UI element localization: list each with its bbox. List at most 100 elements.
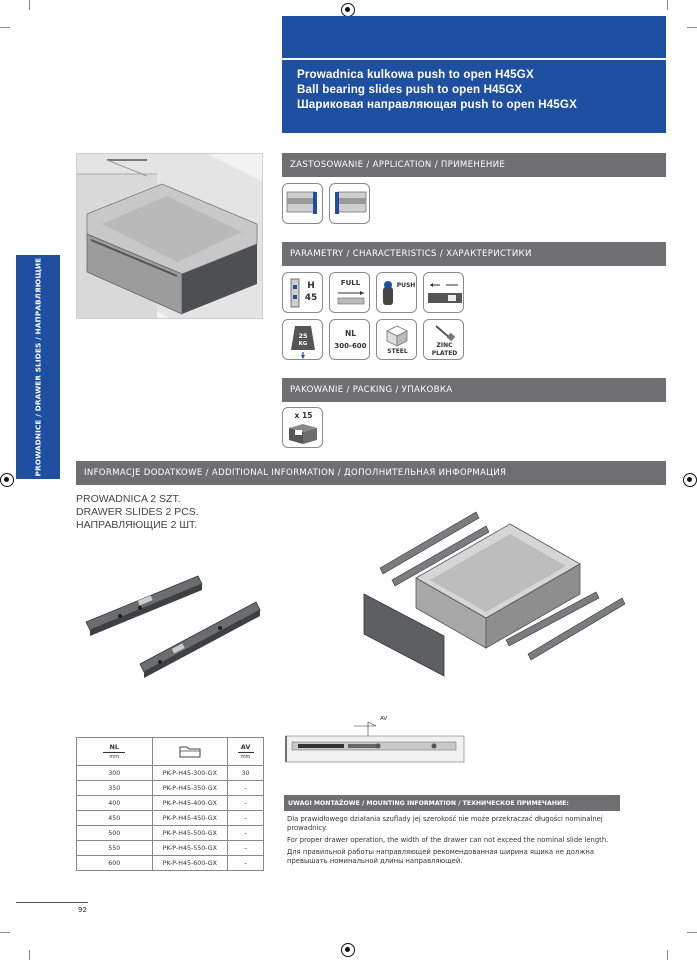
section-title-packing: PAKOWANIE / PACKING / УПАКОВКА bbox=[290, 385, 453, 395]
section-bar-mounting-information: UWAGI MONTAŻOWE / MOUNTING INFORMATION /… bbox=[284, 795, 620, 811]
cell-av: – bbox=[227, 825, 264, 841]
load-value: 25 bbox=[298, 332, 308, 340]
spec-table: NL mm AV mm 300 PK-P-H45-300-GX 30 350 P… bbox=[76, 737, 264, 871]
cell-nl: 350 bbox=[76, 780, 153, 796]
header-av-arrow bbox=[237, 752, 254, 753]
contents-en: DRAWER SLIDES 2 PCS. bbox=[76, 506, 199, 518]
registration-mark-bottom bbox=[341, 943, 355, 957]
crop-mark bbox=[0, 27, 10, 28]
crop-mark bbox=[0, 932, 10, 933]
cell-code: PK-P-H45-450-GX bbox=[151, 810, 229, 826]
application-undermount-icon bbox=[329, 183, 370, 224]
zinc-label: ZINC bbox=[436, 342, 453, 349]
cell-av: – bbox=[227, 855, 264, 871]
slide-height-icon: H 45 bbox=[282, 272, 323, 313]
height-letter: H bbox=[307, 281, 315, 291]
exploded-drawer-illustration bbox=[360, 508, 630, 678]
cell-av: 30 bbox=[227, 765, 264, 781]
registration-mark-top bbox=[341, 3, 355, 17]
category-side-tab: PROWADNICE / DRAWER SLIDES / НАПРАВЛЯЮЩИ… bbox=[16, 255, 60, 479]
header-band bbox=[282, 16, 666, 58]
table-row: 300 PK-P-H45-300-GX 30 bbox=[76, 765, 264, 781]
crop-mark bbox=[687, 27, 697, 28]
mounting-title: UWAGI MONTAŻOWE / MOUNTING INFORMATION /… bbox=[288, 799, 569, 807]
cell-code: PK-P-H45-500-GX bbox=[151, 825, 229, 841]
section-bar-application: ZASTOSOWANIE / APPLICATION / ПРИМЕНЕНИЕ bbox=[282, 153, 666, 177]
crop-mark bbox=[667, 0, 668, 10]
table-row: 500 PK-P-H45-500-GX – bbox=[76, 825, 264, 841]
cell-av: – bbox=[227, 780, 264, 796]
table-row: 400 PK-P-H45-400-GX – bbox=[76, 795, 264, 811]
section-title-characteristics: PARAMETRY / CHARACTERISTICS / ХАРАКТЕРИС… bbox=[290, 249, 532, 259]
cell-nl: 600 bbox=[76, 855, 153, 871]
table-row: 550 PK-P-H45-550-GX – bbox=[76, 840, 264, 856]
spec-table-header: NL mm AV mm bbox=[76, 737, 264, 766]
header-av-label: AV bbox=[240, 743, 251, 751]
drawer-illustration bbox=[76, 153, 263, 319]
table-row: 450 PK-P-H45-450-GX – bbox=[76, 810, 264, 826]
load-capacity-icon: 25 KG bbox=[282, 319, 323, 360]
cell-code: PK-P-H45-400-GX bbox=[151, 795, 229, 811]
full-extension-icon: FULL bbox=[329, 272, 370, 313]
cell-nl: 550 bbox=[76, 840, 153, 856]
product-title-en: Ball bearing slides push to open H45GX bbox=[297, 83, 523, 96]
cell-nl: 500 bbox=[76, 825, 153, 841]
zinc-plated-icon: ZINC PLATED bbox=[423, 319, 464, 360]
header-av: AV mm bbox=[227, 737, 264, 766]
cell-code: PK-P-H45-550-GX bbox=[151, 840, 229, 856]
section-bar-additional-information: INFORMACJE DODATKOWE / ADDITIONAL INFORM… bbox=[76, 461, 666, 485]
cell-code: PK-P-H45-300-GX bbox=[151, 765, 229, 781]
registration-mark-right bbox=[683, 473, 697, 487]
full-extension-label: FULL bbox=[340, 279, 361, 287]
mounting-notes: Dla prawidłowego działania szuflady jej … bbox=[287, 815, 617, 866]
header-nl-unit: mm bbox=[109, 754, 120, 760]
header-code bbox=[151, 737, 229, 766]
category-side-tab-label: PROWADNICE / DRAWER SLIDES / НАПРАВЛЯЮЩИ… bbox=[33, 257, 43, 477]
nl-range: 300-600 bbox=[334, 342, 367, 350]
contents-pl: PROWADNICA 2 SZT. bbox=[76, 493, 181, 505]
cell-av: – bbox=[227, 840, 264, 856]
header-nl-label: NL bbox=[109, 743, 120, 751]
material-steel-icon: STEEL bbox=[376, 319, 417, 360]
load-unit: KG bbox=[298, 341, 308, 347]
table-row: 350 PK-P-H45-350-GX – bbox=[76, 780, 264, 796]
height-value: 45 bbox=[304, 293, 318, 303]
mounting-note-ru: Для правильной работы направляющей реком… bbox=[287, 848, 594, 865]
package-contents: PROWADNICA 2 SZT. DRAWER SLIDES 2 PCS. Н… bbox=[76, 493, 199, 532]
mounting-note-en: For proper drawer operation, the width o… bbox=[287, 836, 609, 844]
plated-label: PLATED bbox=[431, 350, 458, 357]
contents-ru: НАПРАВЛЯЮЩИЕ 2 ШТ. bbox=[76, 519, 198, 531]
cell-av: – bbox=[227, 795, 264, 811]
packing-box-icon: x 15 bbox=[282, 407, 323, 448]
product-title-ru: Шариковая направляющая push to open H45G… bbox=[297, 98, 577, 111]
nl-label: NL bbox=[344, 329, 357, 338]
header-nominal-length: NL mm bbox=[76, 737, 153, 766]
product-title-pl: Prowadnica kulkowa push to open H45GX bbox=[297, 68, 534, 81]
crop-mark bbox=[29, 0, 30, 10]
packing-quantity: x 15 bbox=[294, 411, 313, 420]
av-dimension-label: AV bbox=[380, 716, 388, 722]
page-number: 92 bbox=[78, 906, 87, 914]
header-nl-arrow bbox=[103, 752, 126, 753]
product-title-block: Prowadnica kulkowa push to open H45GX Ba… bbox=[282, 60, 666, 133]
section-title-additional-information: INFORMACJE DODATKOWE / ADDITIONAL INFORM… bbox=[84, 468, 507, 478]
cell-nl: 400 bbox=[76, 795, 153, 811]
section-bar-characteristics: PARAMETRY / CHARACTERISTICS / ХАРАКТЕРИС… bbox=[282, 242, 666, 266]
push-label: PUSH bbox=[396, 282, 416, 289]
header-av-unit: mm bbox=[240, 754, 251, 760]
slide-side-view-diagram: AV bbox=[284, 716, 468, 772]
cell-nl: 450 bbox=[76, 810, 153, 826]
crop-mark bbox=[687, 932, 697, 933]
section-bar-packing: PAKOWANIE / PACKING / УПАКОВКА bbox=[282, 378, 666, 402]
table-row: 600 PK-P-H45-600-GX – bbox=[76, 855, 264, 871]
registration-mark-left bbox=[0, 473, 14, 487]
mounting-note-pl: Dla prawidłowego działania szuflady jej … bbox=[287, 815, 603, 832]
cell-nl: 300 bbox=[76, 765, 153, 781]
crop-mark bbox=[667, 950, 668, 960]
section-title-application: ZASTOSOWANIE / APPLICATION / ПРИМЕНЕНИЕ bbox=[290, 160, 506, 170]
slide-direction-icon bbox=[423, 272, 464, 313]
cell-av: – bbox=[227, 810, 264, 826]
nominal-length-icon: NL 300-600 bbox=[329, 319, 370, 360]
cell-code: PK-P-H45-350-GX bbox=[151, 780, 229, 796]
steel-label: STEEL bbox=[387, 348, 408, 355]
